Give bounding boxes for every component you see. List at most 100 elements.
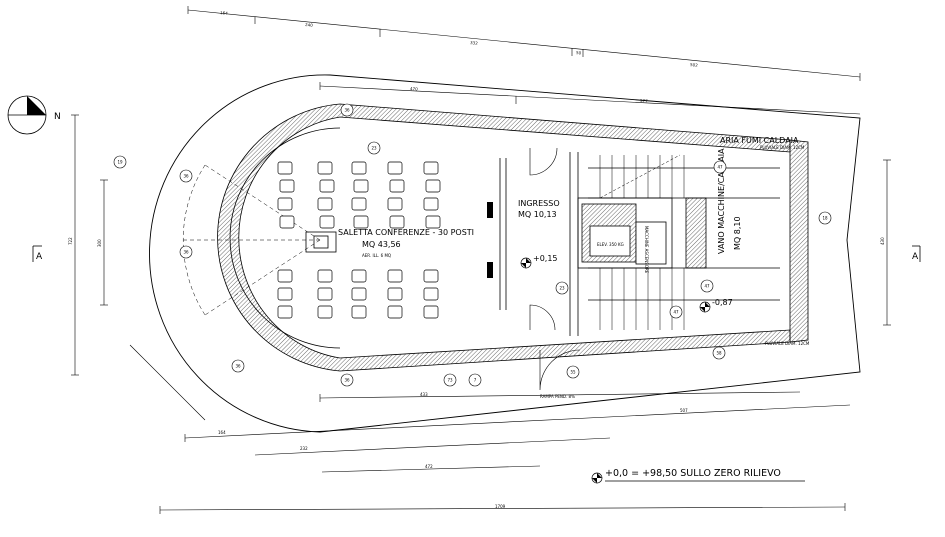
dim-164-bottom: 164 (218, 430, 226, 435)
seat (387, 287, 403, 301)
dim-240-top: 240 (305, 22, 313, 28)
seat (351, 305, 367, 319)
seat (353, 215, 369, 229)
entrance-name: INGRESSO (518, 199, 560, 208)
dim-507: 507 (680, 408, 688, 413)
machine-room-name: VANO MACCHINE/CALDAIA (717, 148, 726, 254)
seat-rows (277, 161, 441, 319)
seat (317, 305, 333, 319)
seat (423, 197, 439, 211)
dim-232: 232 (300, 446, 308, 451)
projection-lines (180, 164, 321, 316)
room-tag-label: 55 (570, 370, 576, 375)
seat (351, 269, 367, 283)
dim-50-top: 50 (576, 50, 582, 55)
north-label: N (54, 112, 61, 122)
side-dimension-lines (71, 114, 891, 376)
seat (317, 269, 333, 283)
conference-room-name: SALETTA CONFERENZE - 30 POSTI (338, 228, 474, 237)
level-entrance: +0,15 (533, 254, 558, 263)
room-tag-label: 36 (183, 250, 189, 255)
room-tag-circle (818, 211, 832, 225)
bottom-dimension-labels: 433 164 232 507 472 1709 (218, 392, 688, 509)
room-tag-label: 58 (716, 351, 722, 356)
stair-treads (599, 154, 685, 330)
side-dimension-labels: 722 300 430 (68, 237, 885, 247)
seat (317, 197, 333, 211)
zero-reference-text: +0,0 = +98,50 SULLO ZERO RILIEVO (605, 468, 781, 479)
seat (277, 197, 293, 211)
seat (277, 287, 293, 301)
room-tag-label: 47 (717, 165, 723, 170)
north-arrow-icon: N (7, 95, 61, 135)
room-tag-circle (179, 169, 193, 183)
seat (317, 161, 333, 175)
machine-room-area: MQ 8,10 (733, 216, 742, 250)
bottom-dimension-lines (129, 344, 851, 514)
room-tag-circle (700, 279, 714, 293)
pluviale-top-label: PLUVIALE DIAM. 12CM (760, 145, 805, 150)
seat (387, 197, 403, 211)
seat (387, 161, 403, 175)
room-tag-label: 47 (704, 284, 710, 289)
seat (277, 305, 293, 319)
entrance-windows (487, 202, 493, 278)
room-tag-label: 36 (344, 108, 350, 113)
seat (423, 161, 439, 175)
room-tag-circle (367, 141, 381, 155)
seat (317, 287, 333, 301)
seat (387, 305, 403, 319)
room-tag-circle (566, 365, 580, 379)
seat (353, 179, 369, 193)
room-labels: SALETTA CONFERENZE - 30 POSTI MQ 43,56 A… (338, 136, 810, 399)
section-arrow-icon (32, 245, 921, 262)
level-marker-icon: +0,15 -0,87 (520, 254, 733, 313)
pluviale-bottom-label: PLUVIALE DIAM. 12CM (765, 341, 810, 346)
room-tag-label: 36 (344, 378, 350, 383)
dim-332-top: 332 (470, 40, 478, 46)
dim-1709: 1709 (495, 504, 506, 509)
building-walls (217, 103, 809, 372)
top-dimension-lines (187, 6, 861, 115)
seat (277, 269, 293, 283)
room-tag-circle (669, 305, 683, 319)
seat (423, 287, 439, 301)
dim-300: 300 (97, 239, 102, 247)
projector-icon (305, 231, 337, 253)
room-tag-label: 19 (117, 160, 123, 165)
entrance-area: MQ 10,13 (518, 210, 557, 219)
lift-label: ELEV. 350 KG (597, 242, 624, 247)
site-outline (148, 74, 861, 433)
seat (423, 269, 439, 283)
room-tag-circle (179, 245, 193, 259)
ramp-label: RAMPA PEND. 8% (540, 394, 575, 399)
seat (389, 215, 405, 229)
section-right-label: A (912, 252, 919, 262)
room-tag-label: 36 (235, 364, 241, 369)
dim-472: 472 (425, 464, 433, 469)
room-tag-label: 47 (673, 310, 679, 315)
room-tag-circle (468, 373, 482, 387)
room-tag-label: 23 (371, 146, 377, 151)
room-tag-circle (443, 373, 457, 387)
room-tag-label: 73 (447, 378, 453, 383)
seat (279, 179, 295, 193)
level-machine: -0,87 (712, 298, 733, 307)
dim-722: 722 (68, 237, 73, 245)
reference-note: +0,0 = +98,50 SULLO ZERO RILIEVO (591, 468, 805, 484)
seat (319, 179, 335, 193)
dim-433: 433 (420, 392, 428, 397)
dim-470-top: 470 (410, 86, 418, 91)
room-tag-label: 7 (474, 378, 477, 383)
seat (425, 179, 441, 193)
seat (279, 215, 295, 229)
room-tag-circle (712, 346, 726, 360)
dim-502-top: 502 (690, 62, 698, 68)
door-swing-icon (529, 147, 581, 391)
seat (425, 215, 441, 229)
lift-machine-label: MACCHINE ASCENSORE (644, 226, 649, 274)
dim-430: 430 (880, 237, 885, 245)
seat (319, 215, 335, 229)
conference-room-light: AER. ILL. 6 MQ (362, 253, 391, 258)
room-tag-label: 36 (183, 174, 189, 179)
